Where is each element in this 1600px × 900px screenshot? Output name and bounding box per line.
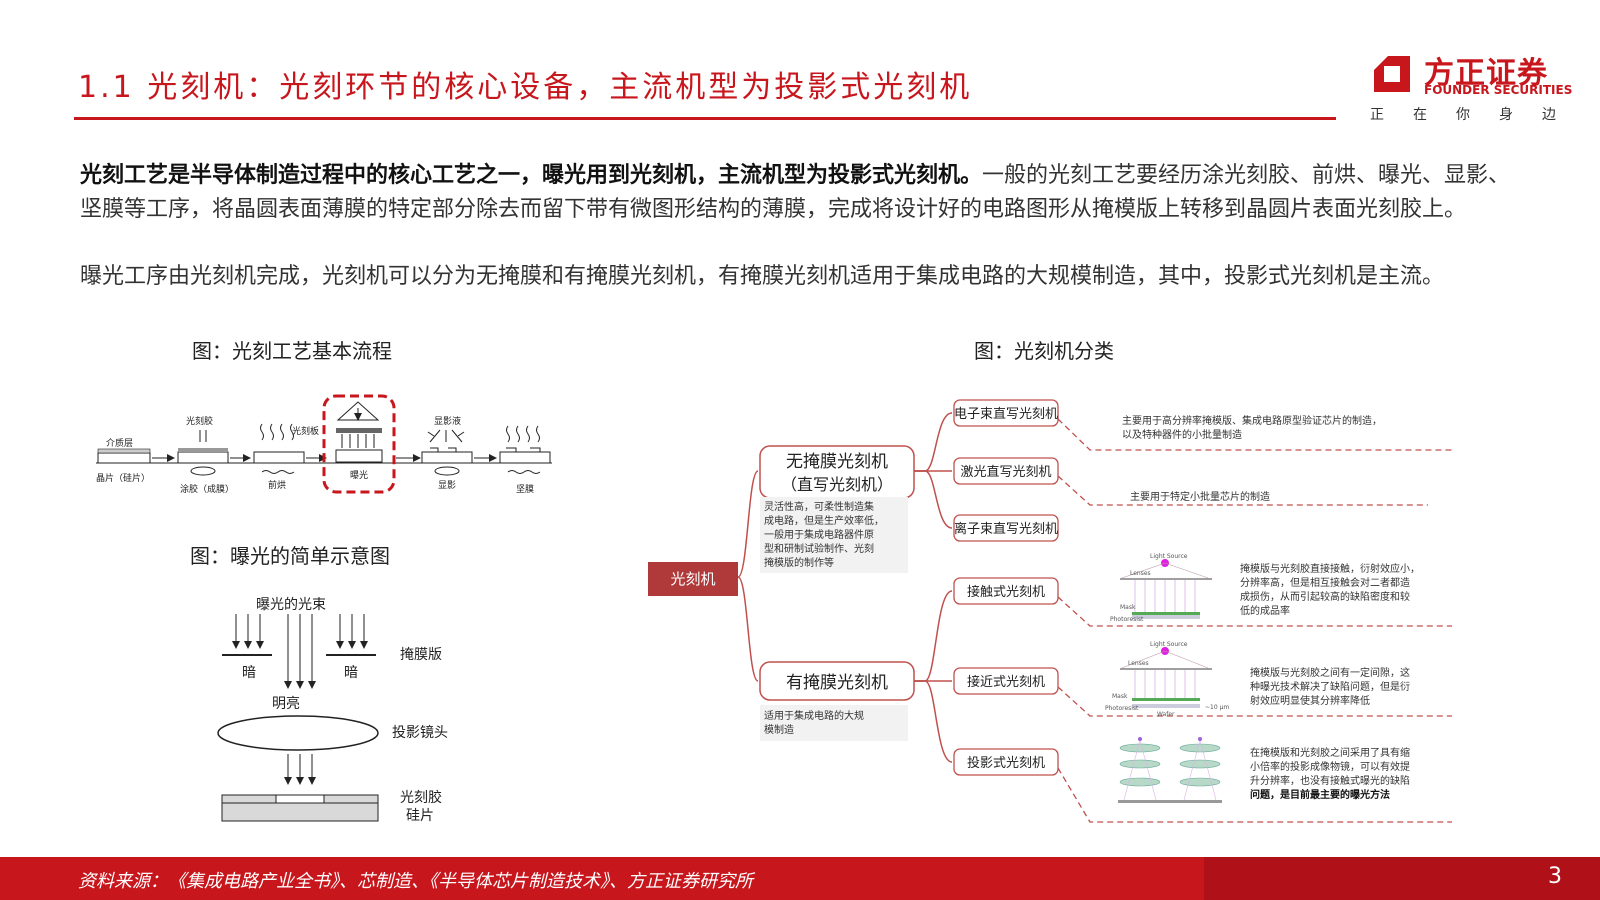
label-dark-right: 暗 (344, 665, 358, 681)
logo-text-en: FOUNDER SECURITIES (1424, 83, 1573, 97)
label-developer: 显影液 (434, 415, 461, 427)
logo-slogan: 正 在 你 身 边 (1370, 104, 1556, 124)
contact-note-line: 低的成品率 (1240, 604, 1290, 617)
proximity-note-line: 种曝光技术解决了缺陷问题，但是衍 (1250, 680, 1410, 693)
note-line: 模制造 (764, 723, 794, 736)
intro-paragraph-1: 光刻工艺是半导体制造过程中的核心工艺之一，曝光用到光刻机，主流机型为投影式光刻机… (80, 158, 1530, 227)
label-dielectric: 介质层 (106, 437, 133, 449)
node-masked: 有掩膜光刻机 (786, 673, 888, 693)
note-line: 型和研制试验制作、光刻 (764, 542, 874, 555)
footer-page-block (1204, 857, 1600, 900)
thumb-label: Light Source (1150, 553, 1188, 560)
label-mask-plate: 掩膜版 (400, 647, 442, 663)
maskless-note: 灵活性高，可柔性制造集 成电路，但是生产效率低， 一般用于集成电路器件原 型和研… (764, 500, 884, 569)
intro-paragraph-1-bold: 光刻工艺是半导体制造过程中的核心工艺之一，曝光用到光刻机，主流机型为投影式光刻机… (80, 162, 983, 188)
slogan-char: 身 (1499, 107, 1513, 123)
label-coating: 涂胶（成膜） (180, 483, 234, 495)
label-hardbake: 坚膜 (516, 484, 534, 495)
node-projection: 投影式光刻机 (967, 755, 1045, 771)
contact-thumbnail: Light Source Lenses Mask Photoresist (1110, 553, 1212, 623)
thumb-label: Wafer (1157, 711, 1175, 718)
note-line: 灵活性高，可柔性制造集 (764, 500, 874, 513)
page-number: 3 (1548, 864, 1562, 889)
process-flow-diagram: 介质层 晶片（硅片） 光刻胶 涂胶（成膜） 前烘 光刻板 曝光 显影液 显影 (96, 394, 552, 495)
classification-tree: 光刻机 无掩膜光刻机 （直写光刻机） 灵活性高，可柔性制造集 成电路，但是生产效… (648, 399, 1452, 823)
node-contact: 接触式光刻机 (967, 584, 1045, 600)
contact-note-line: 分辨率高，但是相互接触会对二者都造 (1240, 576, 1410, 589)
projection-note-line: 升分辨率，也没有接触式曝光的缺陷 (1250, 774, 1410, 787)
note-line: 一般用于集成电路器件原 (764, 528, 874, 541)
label-silicon-wafer: 硅片 (406, 808, 434, 824)
node-ion: 离子束直写光刻机 (954, 521, 1058, 537)
label-dark-left: 暗 (242, 665, 256, 681)
intro-paragraph-1-rest: 一般的光刻工艺要经历涂光刻胶、前烘、曝光、显影、坚膜等工序，将晶圆表面薄膜的特定… (80, 163, 1511, 222)
exposure-figure-caption: 图：曝光的简单示意图 (190, 544, 390, 568)
label-photoresist: 光刻胶 (186, 415, 213, 427)
projection-note-line: 问题，是目前最主要的曝光方法 (1250, 788, 1390, 801)
slogan-char: 边 (1542, 107, 1556, 123)
projection-note-line: 小倍率的投影成像物镜，可以有效提 (1250, 760, 1410, 773)
node-maskless: 无掩膜光刻机 (786, 452, 888, 472)
projection-thumbnail (1118, 737, 1222, 803)
contact-note-line: 掩模版与光刻胶直接接触，衍射效应小， (1240, 562, 1420, 575)
founder-logo-icon (1374, 56, 1410, 92)
node-ebeam: 电子束直写光刻机 (954, 407, 1058, 422)
footer-source: 资料来源：《集成电路产业全书》、芯制造、《半导体芯片制造技术》、方正证券研究所 (78, 871, 753, 892)
node-laser: 激光直写光刻机 (960, 465, 1051, 480)
label-photoresist-layer: 光刻胶 (400, 789, 442, 806)
title-divider (74, 117, 1336, 120)
thumb-label: Mask (1112, 693, 1128, 700)
exposure-schematic: 曝光的光束 暗 暗 掩膜版 明亮 投影镜头 光刻胶 硅片 (217, 597, 448, 824)
node-proximity: 接近式光刻机 (967, 674, 1045, 690)
label-beam: 曝光的光束 (256, 597, 326, 613)
node-root: 光刻机 (670, 570, 715, 588)
thumb-label: Photoresist (1110, 616, 1144, 623)
proximity-note-line: 射效应明显使其分辨率降低 (1250, 694, 1370, 707)
ebeam-note-line: 以及特种器件的小批量制造 (1122, 428, 1242, 441)
label-wafer: 晶片（硅片） (96, 472, 150, 484)
slogan-char: 正 (1370, 107, 1384, 123)
note-line: 掩模版的制作等 (764, 556, 834, 569)
label-lens: 投影镜头 (392, 725, 448, 741)
proximity-note-line: 掩模版与光刻胶之间有一定间隙，这 (1250, 666, 1410, 679)
thumb-label: Photoresist (1105, 705, 1139, 712)
slogan-char: 在 (1413, 107, 1427, 123)
slogan-char: 你 (1456, 107, 1470, 123)
process-figure-caption: 图：光刻工艺基本流程 (192, 339, 392, 363)
note-line: 适用于集成电路的大规 (764, 709, 864, 722)
thumb-label: Mask (1120, 604, 1136, 611)
label-mask: 光刻板 (292, 425, 319, 437)
contact-note-line: 成损伤，从而引起较高的缺陷密度和较 (1240, 590, 1410, 603)
label-exposure: 曝光 (350, 469, 368, 481)
label-develop: 显影 (438, 480, 456, 491)
ebeam-note-line: 主要用于高分辨率掩模版、集成电路原型验证芯片的制造， (1122, 414, 1382, 427)
logo-text-cn: 方正证券 (1424, 56, 1548, 91)
thumb-label: Lenses (1128, 660, 1149, 667)
proximity-thumbnail: Light Source Lenses Mask Photoresist Waf… (1105, 641, 1229, 718)
thumb-label: ~10 μm (1205, 704, 1229, 711)
thumb-label: Lenses (1130, 570, 1151, 577)
page-title: 1.1 光刻机：光刻环节的核心设备，主流机型为投影式光刻机 (78, 70, 973, 105)
thumb-label: Light Source (1150, 641, 1188, 648)
note-line: 成电路，但是生产效率低， (764, 514, 884, 527)
laser-note-line: 主要用于特定小批量芯片的制造 (1130, 490, 1270, 503)
classify-figure-caption: 图：光刻机分类 (974, 339, 1114, 363)
label-bright: 明亮 (272, 695, 300, 712)
intro-paragraph-2: 曝光工序由光刻机完成，光刻机可以分为无掩膜和有掩膜光刻机，有掩膜光刻机适用于集成… (80, 264, 1445, 289)
masked-note: 适用于集成电路的大规 模制造 (764, 709, 864, 736)
projection-note-line: 在掩模版和光刻胶之间采用了具有缩 (1250, 746, 1410, 759)
node-maskless-sub: （直写光刻机） (781, 475, 893, 494)
label-prebake: 前烘 (268, 479, 286, 491)
